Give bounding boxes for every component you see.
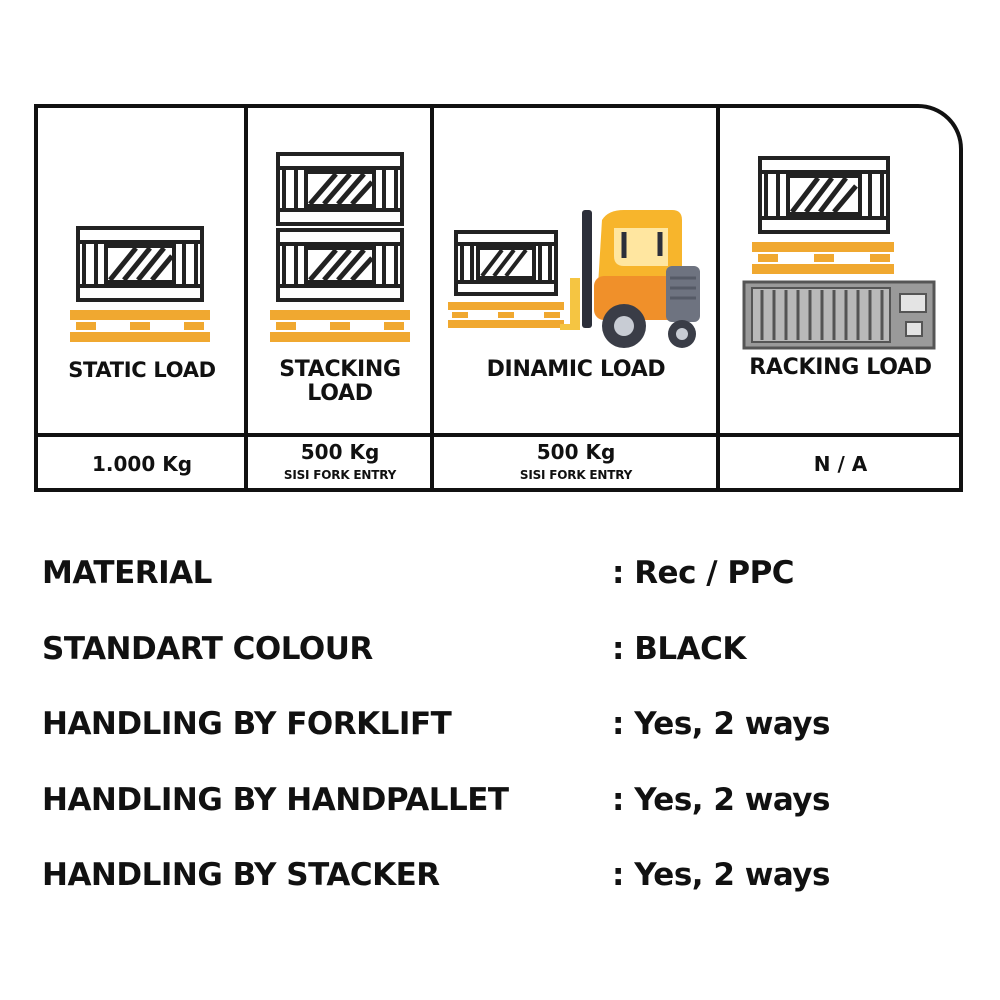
dinamic-load-value: 500 Kg	[536, 440, 616, 464]
rack-container-icon	[742, 156, 936, 350]
spec-value-forklift: : Yes, 2 ways	[612, 706, 830, 742]
spec-label-handpallet: HANDLING BY HANDPALLET	[42, 782, 509, 818]
spec-label-stacker: HANDLING BY STACKER	[42, 857, 440, 893]
stacking-load-value: 500 Kg	[300, 440, 380, 464]
spec-label-material: MATERIAL	[42, 555, 212, 591]
spec-label-forklift: HANDLING BY FORKLIFT	[42, 706, 452, 742]
dinamic-load-label: DINAMIC LOAD	[486, 357, 666, 382]
stacking-load-label-line2: LOAD	[307, 381, 373, 406]
stacking-load-sub: SISI FORK ENTRY	[283, 468, 397, 482]
spec-value-material: : Rec / PPC	[612, 555, 795, 591]
dinamic-load-sub: SISI FORK ENTRY	[519, 468, 633, 482]
stacking-load-label: STACKING	[279, 357, 401, 382]
racking-load-label: RACKING LOAD	[749, 355, 932, 380]
static-load-label: STATIC LOAD	[68, 358, 216, 382]
spec-value-stacker: : Yes, 2 ways	[612, 857, 830, 893]
stacked-crates-icon	[270, 152, 410, 342]
spec-label-colour: STANDART COLOUR	[42, 631, 373, 667]
spec-value-handpallet: : Yes, 2 ways	[612, 782, 830, 818]
crate-on-pallet-icon	[70, 226, 210, 342]
load-capacity-table: STATIC LOAD STACKING LOAD DINAMIC LOAD R…	[34, 104, 963, 492]
table-frame	[34, 104, 963, 492]
racking-load-value: N / A	[813, 452, 868, 476]
spec-value-colour: : BLACK	[612, 631, 746, 667]
static-load-value: 1.000 Kg	[91, 452, 193, 476]
forklift-icon	[448, 210, 700, 348]
